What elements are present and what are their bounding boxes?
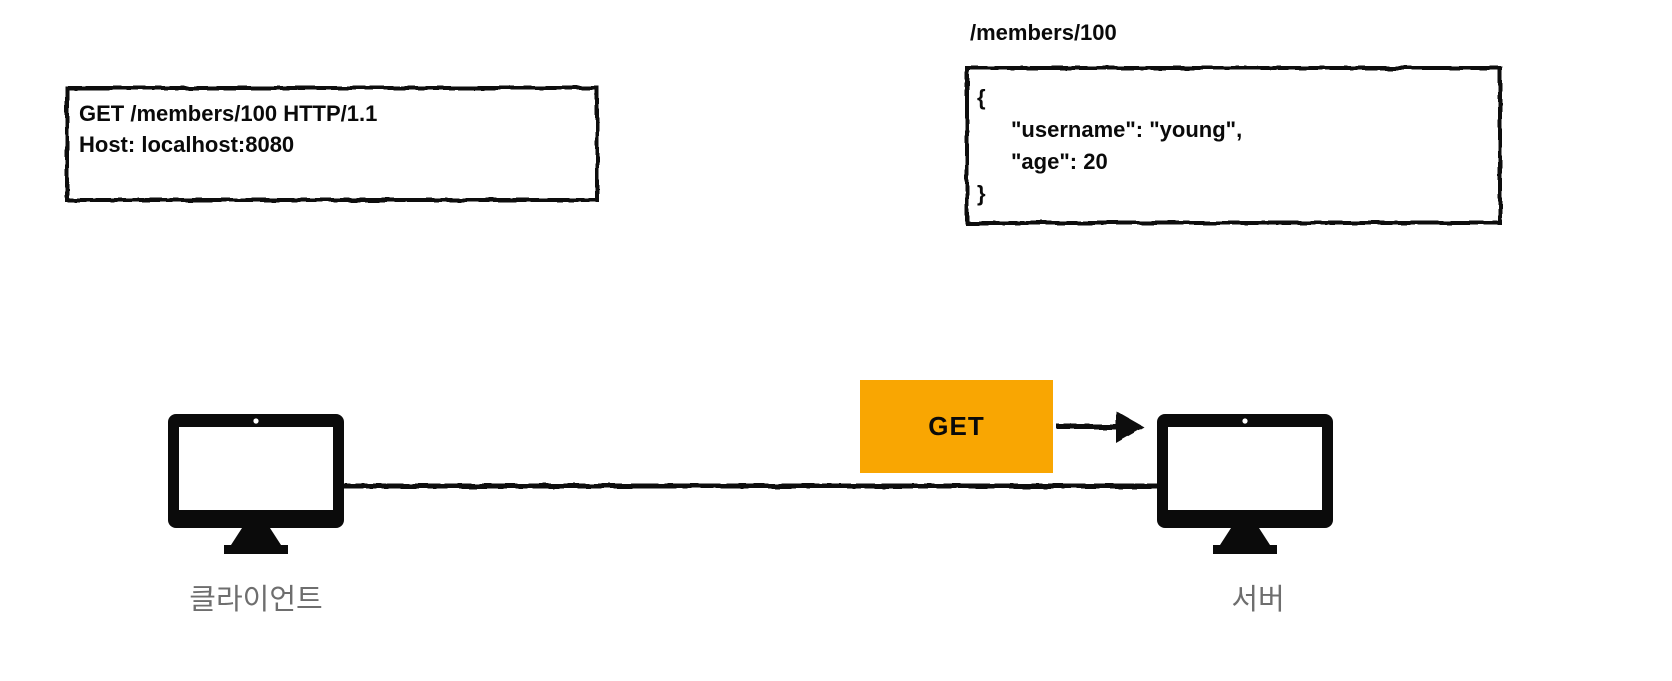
request-start-line: GET /members/100 HTTP/1.1	[79, 101, 378, 126]
json-close-brace: }	[977, 181, 986, 206]
server-label: 서버	[1231, 584, 1285, 616]
json-open-brace: {	[977, 85, 986, 110]
resource-path-label: /members/100	[970, 20, 1117, 45]
request-box-border	[65, 86, 599, 202]
server-computer-icon	[1157, 414, 1333, 554]
response-json-box: { "username": "young", "age": 20 }	[967, 68, 1500, 223]
get-method-badge: GET	[860, 380, 1053, 473]
client-computer-icon	[168, 414, 344, 554]
json-age-line: "age": 20	[1011, 149, 1108, 174]
http-request-message-box: GET /members/100 HTTP/1.1 Host: localhos…	[67, 88, 597, 200]
client-label: 클라이언트	[189, 584, 323, 616]
json-username-line: "username": "young",	[1011, 117, 1243, 142]
arrow-right-icon	[1116, 411, 1144, 443]
response-box-border	[965, 66, 1502, 225]
request-host-line: Host: localhost:8080	[79, 132, 295, 157]
